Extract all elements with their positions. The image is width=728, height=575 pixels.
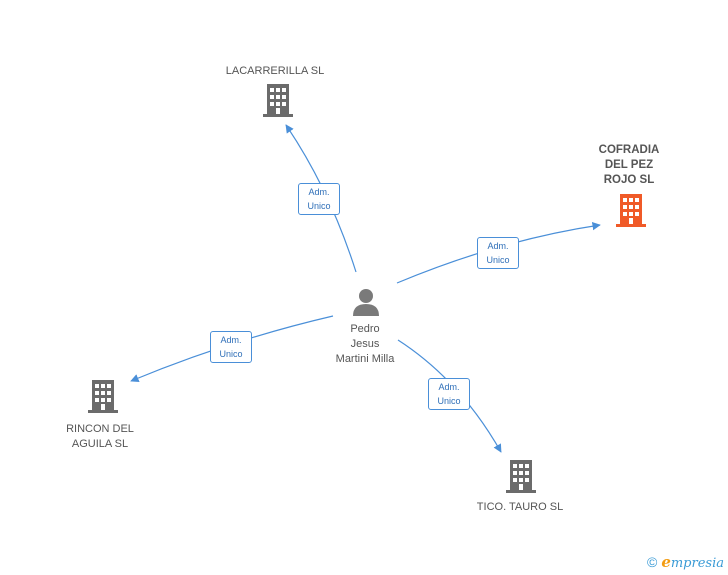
role-line: Adm. — [220, 335, 242, 345]
node-label-line: AGUILA SL — [71, 438, 129, 450]
role-line: Adm. — [308, 187, 330, 197]
node-label-lacarrerilla[interactable]: LACARRERILLA SL — [225, 65, 325, 77]
role-line: Unico — [219, 349, 243, 359]
brand-rest: mpresia — [670, 556, 724, 571]
edge-role-label-tico: Adm. Unico — [428, 378, 470, 410]
person-name-line: Pedro — [350, 323, 380, 335]
copyright-icon: © — [646, 554, 658, 570]
role-line: Unico — [307, 201, 331, 211]
center-person-name[interactable]: Pedro Jesus Martini Milla — [320, 322, 410, 367]
role-line: Unico — [437, 396, 461, 406]
edge-role-label-lacarrerilla: Adm. Unico — [298, 183, 340, 215]
empresia-branding[interactable]: © empresia — [647, 553, 724, 571]
edge-role-label-cofradia: Adm. Unico — [477, 237, 519, 269]
node-label-cofradia[interactable]: COFRADIA DEL PEZ ROJO SL — [588, 143, 670, 188]
person-name-line: Jesus — [350, 338, 380, 350]
role-line: Adm. — [487, 241, 509, 251]
node-label-line: RINCON DEL — [66, 423, 134, 435]
tico-building-icon[interactable] — [506, 460, 536, 493]
empresia-logo: empresia — [661, 553, 724, 571]
person-name-line: Martini Milla — [335, 353, 395, 365]
rincon-building-icon[interactable] — [88, 380, 118, 413]
node-label-line: ROJO SL — [603, 174, 655, 186]
node-label-rincon[interactable]: RINCON DEL AGUILA SL — [55, 422, 145, 452]
person-icon[interactable] — [353, 289, 379, 316]
role-line: Adm. — [438, 382, 460, 392]
lacarrerilla-building-icon[interactable] — [263, 84, 293, 117]
node-label-line: DEL PEZ — [604, 159, 654, 171]
edge-role-label-rincon: Adm. Unico — [210, 331, 252, 363]
brand-initial: e — [661, 553, 671, 571]
cofradia-building-icon[interactable] — [616, 194, 646, 227]
node-label-tico[interactable]: TICO. TAURO SL — [476, 501, 564, 513]
role-line: Unico — [486, 255, 510, 265]
node-label-line: COFRADIA — [598, 144, 660, 156]
